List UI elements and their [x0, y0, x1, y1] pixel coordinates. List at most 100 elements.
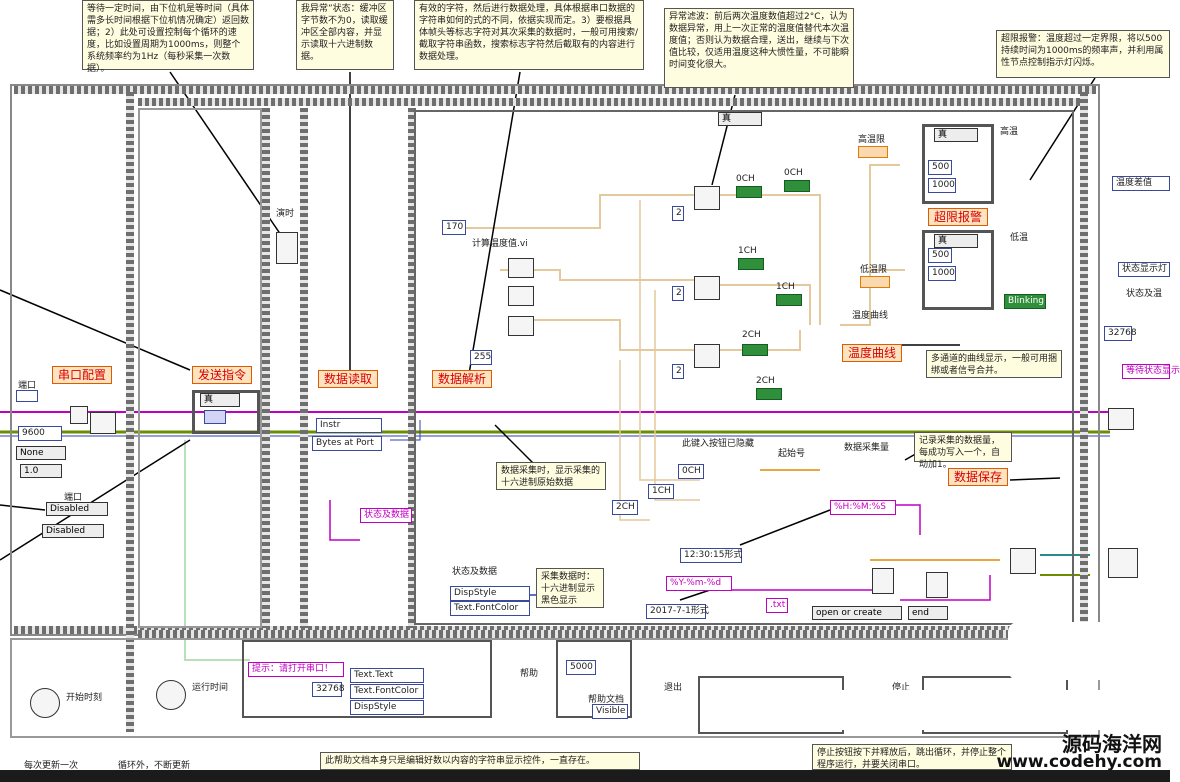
ch2b-label: 2CH	[756, 376, 775, 386]
serial-vi-2[interactable]	[70, 406, 88, 424]
status-data2-label: 状态及数据	[452, 567, 498, 577]
status-temp-label: 状态及温	[1126, 289, 1163, 299]
ch1-label: 1CH	[738, 246, 757, 256]
label-data-parse: 数据解析	[432, 370, 493, 388]
format-vi[interactable]	[872, 568, 894, 594]
parity-select[interactable]: None	[16, 446, 66, 460]
write-file-vi[interactable]	[1010, 548, 1036, 574]
const-2-b: 2	[672, 286, 684, 301]
stop-label: 停止	[892, 683, 911, 693]
calc-temp-vi-3[interactable]	[508, 316, 534, 336]
parse-case-selector[interactable]: 真	[718, 112, 762, 126]
time-format-string: %H:%M:%S	[830, 500, 896, 515]
text-font-color-prop-2[interactable]: Text.FontColor	[350, 684, 424, 699]
white-mask-right	[1008, 622, 1170, 680]
port-control[interactable]	[16, 390, 38, 402]
disabled-select-1[interactable]: Disabled	[46, 502, 108, 516]
run-time-label: 运行时间	[192, 683, 229, 693]
delay-label: 演时	[276, 209, 295, 219]
const-255: 255	[470, 350, 492, 365]
low-temp-control[interactable]	[860, 276, 890, 288]
temp-diff-ind: 温度差值	[1112, 176, 1170, 191]
port-label: 端口	[18, 381, 37, 391]
date-example: 2017-7-1形式	[646, 604, 709, 619]
right-vi-2[interactable]	[1108, 548, 1138, 578]
temp-curve-ind-label: 温度曲线	[852, 311, 889, 321]
note-over-limit: 超限报警：温度超过一定界限，将以500持续时间为1000ms的频率声，并利用属性…	[996, 30, 1170, 78]
send-cmd-case	[192, 390, 260, 434]
wait-status-ind: 等待状态显示	[1122, 364, 1180, 379]
start-count-label: 起始号	[778, 449, 806, 459]
low-temp-label: 低温限	[860, 265, 888, 275]
help-doc-label: 帮助文档	[588, 695, 625, 705]
prompt-open-string: 提示：请打开串口！	[248, 662, 344, 677]
status-disp-ind: 状态显示灯	[1118, 262, 1170, 277]
const-500-b: 500	[928, 248, 952, 263]
ch0-label: 0CH	[736, 174, 755, 184]
calc-temp-vi-1[interactable]	[508, 258, 534, 278]
label-temp-curve: 温度曲线	[842, 344, 903, 362]
inner-sequence-top-filmstrip	[138, 98, 1083, 106]
data-count-label: 数据采集量	[844, 443, 890, 453]
bottom-bar	[0, 770, 1170, 782]
disp-style-prop-2[interactable]: DispStyle	[350, 700, 424, 715]
watermark-url: www.codehy.com	[996, 752, 1163, 772]
calc-temp-vi-label: 计算温度值.vi	[472, 239, 528, 249]
ch0b-indicator	[784, 180, 810, 192]
low-warn-label: 低温	[1010, 233, 1029, 243]
label-data-read: 数据读取	[318, 370, 379, 388]
text-text-prop[interactable]: Text.Text	[350, 668, 424, 683]
filter-vi-1ch[interactable]	[694, 276, 720, 300]
prompt-frame	[242, 640, 492, 718]
ch0-indicator	[736, 186, 762, 198]
filter-vi-2ch[interactable]	[694, 344, 720, 368]
low-case-selector[interactable]: 真	[934, 234, 978, 248]
time-example: 12:30:15形式	[680, 548, 742, 563]
high-temp-control[interactable]	[858, 146, 888, 158]
serial-config-vi[interactable]	[90, 412, 116, 434]
instr-property-node[interactable]: Instr	[316, 418, 382, 433]
label-send-cmd: 发送指令	[192, 366, 253, 384]
start-time-label: 开始时刻	[66, 693, 103, 703]
visible-prop[interactable]: Visible	[592, 704, 628, 719]
timer-vi-2[interactable]	[156, 680, 186, 710]
note-bottom-mid: 此帮助文档本身只是编辑好数以内容的字符串显示控件，一直存在。	[320, 752, 640, 770]
sequence-divider-3	[300, 108, 308, 628]
high-warn-label: 高温	[1000, 127, 1019, 137]
note-chart: 多通道的曲线显示，一般可用捆绑或者信号合并。	[926, 350, 1062, 378]
watermark-cn: 源码海洋网	[1062, 732, 1162, 756]
help-label: 帮助	[520, 669, 539, 679]
bytes-at-port-node[interactable]: Bytes at Port	[312, 436, 382, 451]
sequence-divider-2	[262, 108, 270, 628]
high-case-selector[interactable]: 真	[934, 128, 978, 142]
const-32768: 32768	[312, 682, 345, 697]
const-32768-b: 32768	[1104, 326, 1137, 341]
disp-style-prop[interactable]: DispStyle	[450, 586, 530, 601]
note-hex-display: 数据采集时，显示采集的十六进制原始数据	[496, 462, 606, 490]
filter-vi-0ch[interactable]	[694, 186, 720, 210]
stop-bits-select[interactable]: 1.0	[20, 464, 62, 478]
baud-rate-control[interactable]: 9600	[18, 426, 62, 441]
low-alarm-case	[922, 230, 994, 310]
disabled-select-2[interactable]: Disabled	[42, 524, 104, 538]
note-top-left: 等待一定时间，由下位机是等时间（具体需多长时间根据下位机情况确定）返回数据；2）…	[82, 0, 254, 74]
timer-vi-1[interactable]	[30, 688, 60, 718]
concat-vi[interactable]	[926, 572, 948, 598]
inner-sequence-bottom-filmstrip	[138, 630, 1083, 638]
ch1b-indicator	[776, 294, 802, 306]
text-font-color-prop[interactable]: Text.FontColor	[450, 601, 530, 616]
bl-loop-label: 循环外，不断更新	[118, 761, 191, 771]
right-vi-1[interactable]	[1108, 408, 1134, 430]
status-data-indicator: 状态及数据	[360, 508, 412, 523]
const-170: 170	[442, 220, 466, 235]
end-select[interactable]: end	[908, 606, 948, 620]
note-top-mid: 我异常”状态：缓冲区字节数不为0，读取缓冲区全部内容，并显示读取十六进制数据。	[296, 0, 394, 70]
calc-temp-vi-2[interactable]	[508, 286, 534, 306]
delay-vi[interactable]	[276, 232, 298, 264]
const-1000-b: 1000	[928, 266, 956, 281]
port2-label: 端口	[64, 493, 83, 503]
send-case-selector[interactable]: 真	[200, 393, 240, 407]
note-temp-filter: 异常滤波：前后两次温度数值超过2°C，认为数据异常，用上一次正常的温度值替代本次…	[664, 8, 854, 88]
exit-label: 退出	[664, 683, 683, 693]
open-or-create-select[interactable]: open or create	[812, 606, 902, 620]
